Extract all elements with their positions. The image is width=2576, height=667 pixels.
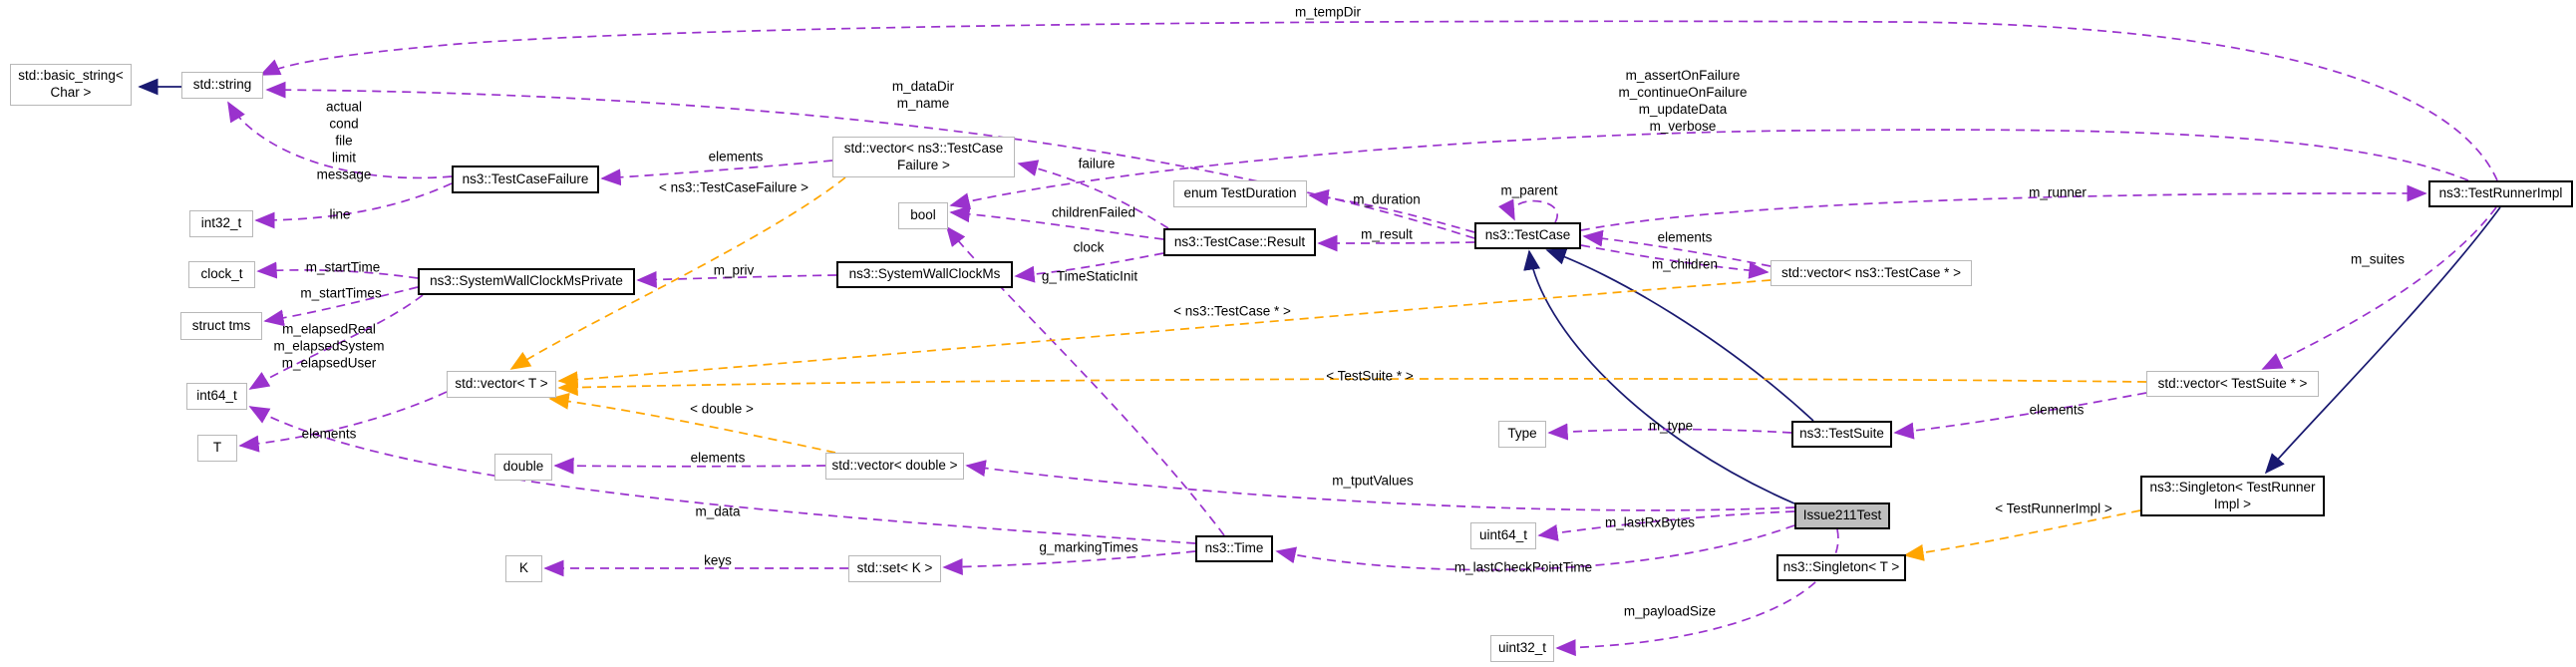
node-double[interactable]: double	[494, 454, 552, 481]
edge-systemwallclockmsprivate-to-clock-t	[256, 261, 419, 279]
node-t[interactable]: T	[197, 435, 237, 462]
edge-testrunnerimpl-to-std-string	[259, 20, 2498, 181]
edge-systemwallclockmsprivate-to-int64-t	[248, 294, 424, 390]
node-set-k[interactable]: std::set< K >	[848, 555, 941, 582]
edge-time-to-set-k	[942, 550, 1196, 576]
edge-testcase-to-testcase-result	[1317, 234, 1475, 252]
edge-testrunnerimpl-to-singleton-testrunnerimpl	[2264, 206, 2501, 475]
node-basic-string[interactable]: std::basic_string< Char >	[10, 64, 132, 106]
edge-vector-double-to-double	[553, 457, 826, 475]
edge-testrunnerimpl-to-bool	[949, 129, 2469, 210]
edge-testcase-to-enum-testduration	[1308, 188, 1475, 233]
node-type[interactable]: Type	[1498, 421, 1546, 448]
edge-time-to-int64-t	[248, 406, 1196, 544]
edge-testsuite-to-type	[1547, 423, 1792, 441]
edge-testcasefailure-to-int32-t	[254, 182, 453, 229]
edge-testcase-result-to-systemwallclockms	[1014, 252, 1164, 283]
node-uint32-t[interactable]: uint32_t	[1490, 635, 1554, 662]
node-clock-t[interactable]: clock_t	[188, 261, 255, 288]
node-int64-t[interactable]: int64_t	[186, 383, 247, 410]
edge-vector-testcasefailure-to-testcasefailure	[600, 160, 833, 186]
node-uint64-t[interactable]: uint64_t	[1470, 522, 1536, 549]
node-systemwallclockms[interactable]: ns3::SystemWallClockMs	[836, 261, 1013, 288]
node-testcase[interactable]: ns3::TestCase	[1474, 222, 1581, 249]
edge-testcase-to-testcase	[1498, 198, 1558, 223]
node-bool[interactable]: bool	[898, 202, 948, 229]
edge-testcase-to-testrunnerimpl	[1580, 184, 2427, 231]
node-singleton-testrunnerimpl[interactable]: ns3::Singleton< TestRunner Impl >	[2140, 476, 2325, 516]
node-vector-testcasefailure[interactable]: std::vector< ns3::TestCase Failure >	[832, 137, 1015, 177]
node-vector-testsuite-ptr[interactable]: std::vector< TestSuite * >	[2146, 371, 2319, 397]
node-int32-t[interactable]: int32_t	[189, 210, 253, 237]
edge-singleton-testrunnerimpl-to-singleton-t	[1903, 509, 2141, 561]
edge-vector-testsuite-ptr-to-vector-t	[557, 378, 2147, 397]
edge-testcase-result-to-vector-testcasefailure	[1017, 160, 1169, 229]
node-enum-testduration[interactable]: enum TestDuration	[1173, 180, 1307, 207]
edge-testsuite-to-testcase	[1545, 248, 1814, 422]
edge-vector-testsuite-ptr-to-testsuite	[1893, 392, 2147, 440]
edge-testrunnerimpl-to-vector-testsuite-ptr	[2261, 206, 2497, 370]
edge-issue211test-to-testcase	[1523, 249, 1795, 504]
node-k[interactable]: K	[505, 555, 542, 582]
edge-vector-testcasefailure-to-vector-t	[509, 176, 846, 370]
edge-vector-testcase-ptr-to-vector-t	[557, 279, 1771, 389]
node-systemwallclockmsprivate[interactable]: ns3::SystemWallClockMsPrivate	[418, 268, 635, 295]
edge-issue211test-to-uint32-t	[1555, 528, 1839, 657]
edge-vector-t-to-t	[238, 391, 448, 453]
node-struct-tms[interactable]: struct tms	[180, 312, 262, 340]
edge-vector-double-to-vector-t	[548, 392, 836, 454]
node-vector-testcase-ptr[interactable]: std::vector< ns3::TestCase * >	[1771, 260, 1972, 286]
edge-systemwallclockmsprivate-to-struct-tms	[263, 286, 419, 327]
node-testcasefailure[interactable]: ns3::TestCaseFailure	[452, 166, 599, 193]
edge-testcasefailure-to-std-string	[227, 101, 453, 179]
node-testsuite[interactable]: ns3::TestSuite	[1791, 421, 1892, 448]
edge-systemwallclockms-to-systemwallclockmsprivate	[636, 270, 837, 288]
edge-issue211test-to-uint64-t	[1537, 510, 1795, 541]
node-std-string[interactable]: std::string	[181, 72, 263, 99]
edge-issue211test-to-time	[1275, 524, 1795, 571]
edge-vector-testcase-ptr-to-testcase	[1582, 229, 1771, 267]
node-testrunnerimpl[interactable]: ns3::TestRunnerImpl	[2428, 180, 2573, 207]
node-time[interactable]: ns3::Time	[1195, 535, 1273, 562]
node-vector-double[interactable]: std::vector< double >	[825, 453, 964, 480]
edge-testcase-result-to-bool	[949, 205, 1164, 240]
node-issue211test[interactable]: Issue211Test	[1794, 502, 1890, 529]
edge-testcase-to-vector-testcase-ptr	[1580, 244, 1770, 279]
node-testcase-result[interactable]: ns3::TestCase::Result	[1163, 228, 1316, 256]
edge-issue211test-to-vector-double	[965, 460, 1795, 511]
edge-time-to-bool	[945, 225, 1225, 536]
node-singleton-t[interactable]: ns3::Singleton< T >	[1776, 554, 1906, 581]
node-vector-t[interactable]: std::vector< T >	[447, 371, 556, 398]
